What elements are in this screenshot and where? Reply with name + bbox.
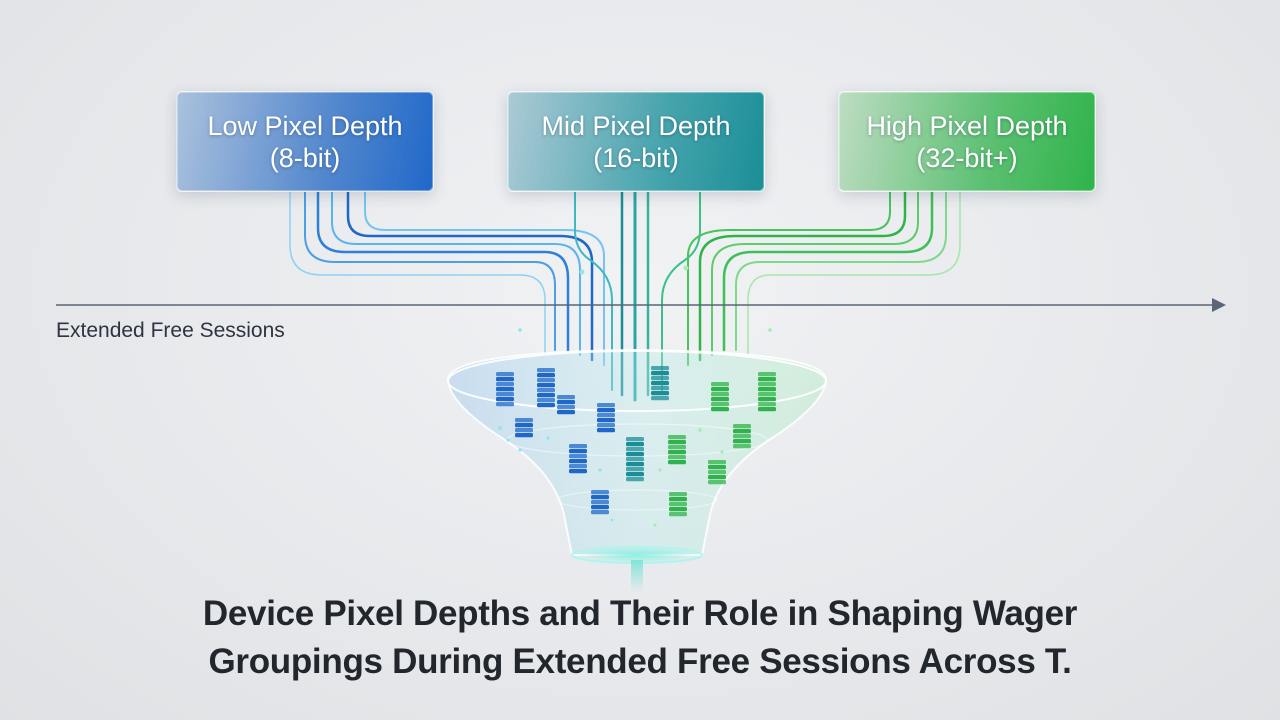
session-axis (56, 298, 1226, 312)
tier-low-sub: (8-bit) (269, 142, 341, 173)
tier-high-depth: High Pixel Depth (32-bit+) (838, 91, 1096, 192)
coin-stack-icon (733, 424, 751, 449)
tier-low-depth: Low Pixel Depth (8-bit) (176, 91, 434, 192)
flow-lines-low (289, 190, 605, 366)
coin-stack-icon (496, 372, 514, 407)
coin-stack-icon (626, 437, 644, 482)
coin-stack-icon (515, 418, 533, 438)
tier-high-title: High Pixel Depth (866, 110, 1068, 141)
coin-stack-icon (668, 435, 686, 465)
caption-line-2: Groupings During Extended Free Sessions … (208, 642, 1072, 681)
coin-stack-icon (651, 366, 669, 401)
coin-stack-icon (537, 368, 555, 408)
coin-stack-icon (708, 460, 726, 485)
coin-stack-icon (669, 492, 687, 517)
coin-stacks (496, 366, 776, 517)
tier-mid-depth: Mid Pixel Depth (16-bit) (507, 91, 765, 192)
coin-stack-icon (557, 395, 575, 415)
coin-stack-icon (711, 382, 729, 412)
flow-lines-high (687, 190, 961, 366)
axis-label: Extended Free Sessions (56, 319, 285, 342)
tier-high-sub: (32-bit+) (916, 142, 1018, 173)
tier-mid-title: Mid Pixel Depth (541, 110, 731, 141)
caption-line-1: Device Pixel Depths and Their Role in Sh… (202, 594, 1078, 633)
arrow-right-icon (1212, 298, 1226, 312)
tier-low-title: Low Pixel Depth (207, 110, 403, 141)
sparkles (498, 265, 772, 527)
coin-stack-icon (591, 490, 609, 515)
tier-mid-sub: (16-bit) (593, 142, 679, 173)
coin-stack-icon (758, 372, 776, 412)
coin-stack-icon (597, 403, 615, 433)
diagram-caption: Device Pixel Depths and Their Role in Sh… (0, 590, 1280, 686)
coin-stack-icon (569, 444, 587, 474)
